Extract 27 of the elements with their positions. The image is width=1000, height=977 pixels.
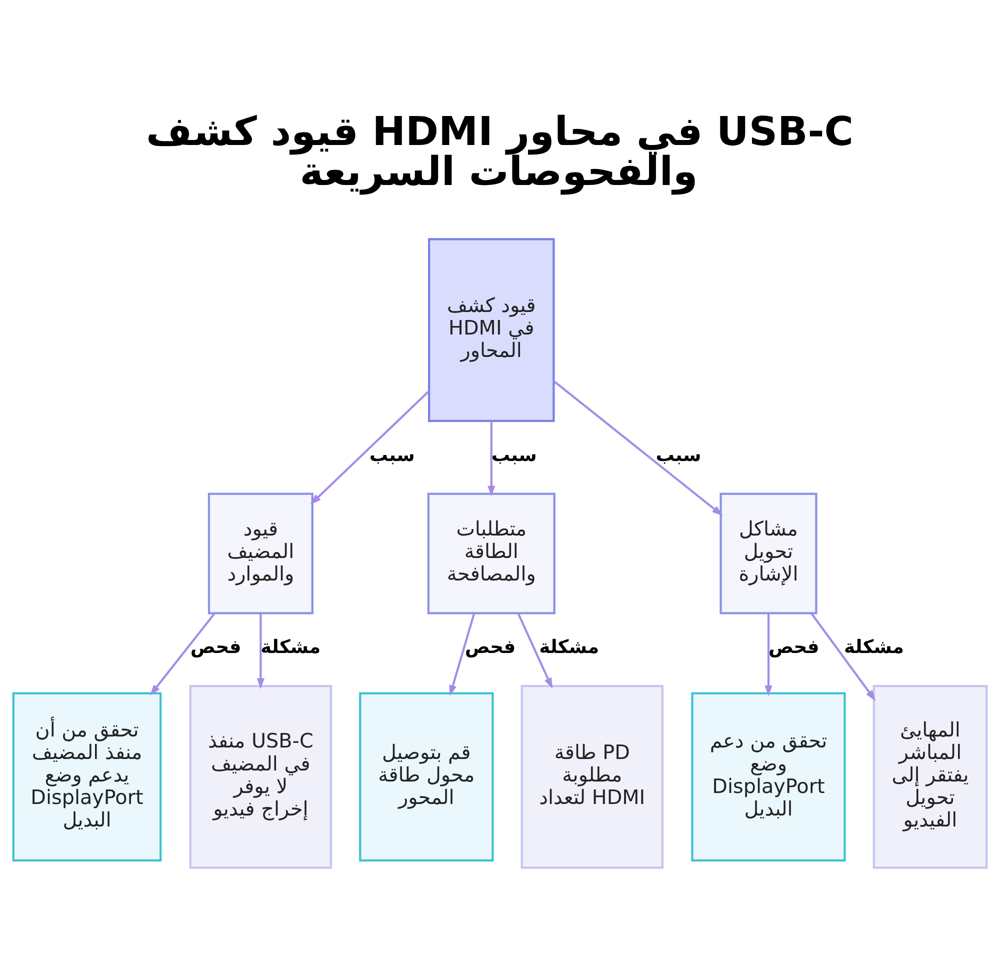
node-box: متطلبات الطاقة والمصافحة xyxy=(427,492,556,614)
node-box: قيود المضيف والموارد xyxy=(208,492,314,614)
edge-label: فحص xyxy=(768,637,820,658)
node-box: المهايئ المباشر يفتقر إلى تحويل الفيديو xyxy=(872,685,988,869)
edge-label: مشكلة xyxy=(260,637,321,658)
node-box: قيود كشف HDMI في المحاور xyxy=(428,238,555,422)
diagram-title: قيود كشف HDMI في محاور USB-C والفحوصات السريعة xyxy=(146,109,854,195)
node-box: منفذ USB-C في المضيف لا يوفر إخراج فيديو xyxy=(189,685,332,869)
edge-label: مشكلة xyxy=(844,637,904,658)
arrow xyxy=(810,612,876,701)
arrow xyxy=(310,390,430,505)
edge-label: فحص xyxy=(464,637,516,658)
edge-label: سبب xyxy=(656,444,702,466)
node-box: قم بتوصيل محول طاقة المحور xyxy=(359,692,494,862)
arrow xyxy=(764,613,772,696)
node-box: مشاكل تحويل الإشارة xyxy=(720,492,818,614)
edge-label: فحص xyxy=(190,637,242,658)
arrow xyxy=(449,613,476,696)
arrow xyxy=(517,612,553,689)
arrow xyxy=(488,421,496,497)
edge-label: مشكلة xyxy=(539,637,600,658)
arrow xyxy=(256,613,264,690)
edge-label: سبب xyxy=(369,444,415,466)
arrow xyxy=(150,612,216,696)
node-box: طاقة PD مطلوبة لتعداد HDMI xyxy=(520,685,664,869)
edge-label: سبب xyxy=(491,444,537,466)
arrow xyxy=(553,380,723,516)
